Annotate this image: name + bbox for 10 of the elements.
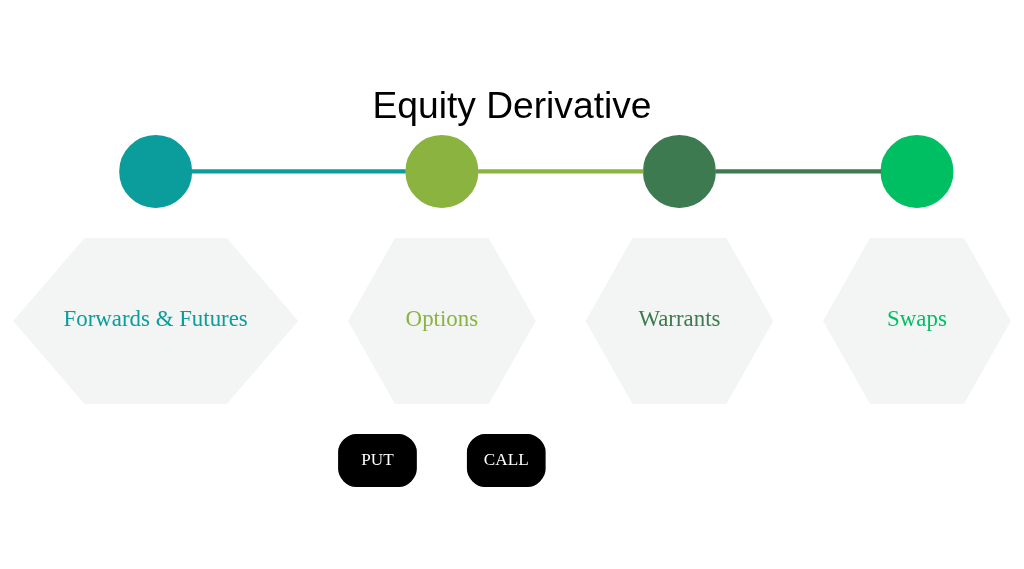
node-circle xyxy=(405,134,479,208)
connector xyxy=(478,169,644,174)
label: CALL xyxy=(483,449,529,469)
connector xyxy=(191,169,406,174)
label: PUT xyxy=(361,449,394,469)
node-circle xyxy=(880,134,954,208)
node-circle xyxy=(119,134,193,208)
diagram-title: Equity Derivative xyxy=(372,84,652,127)
connector xyxy=(715,169,882,174)
node-circle xyxy=(642,134,716,208)
